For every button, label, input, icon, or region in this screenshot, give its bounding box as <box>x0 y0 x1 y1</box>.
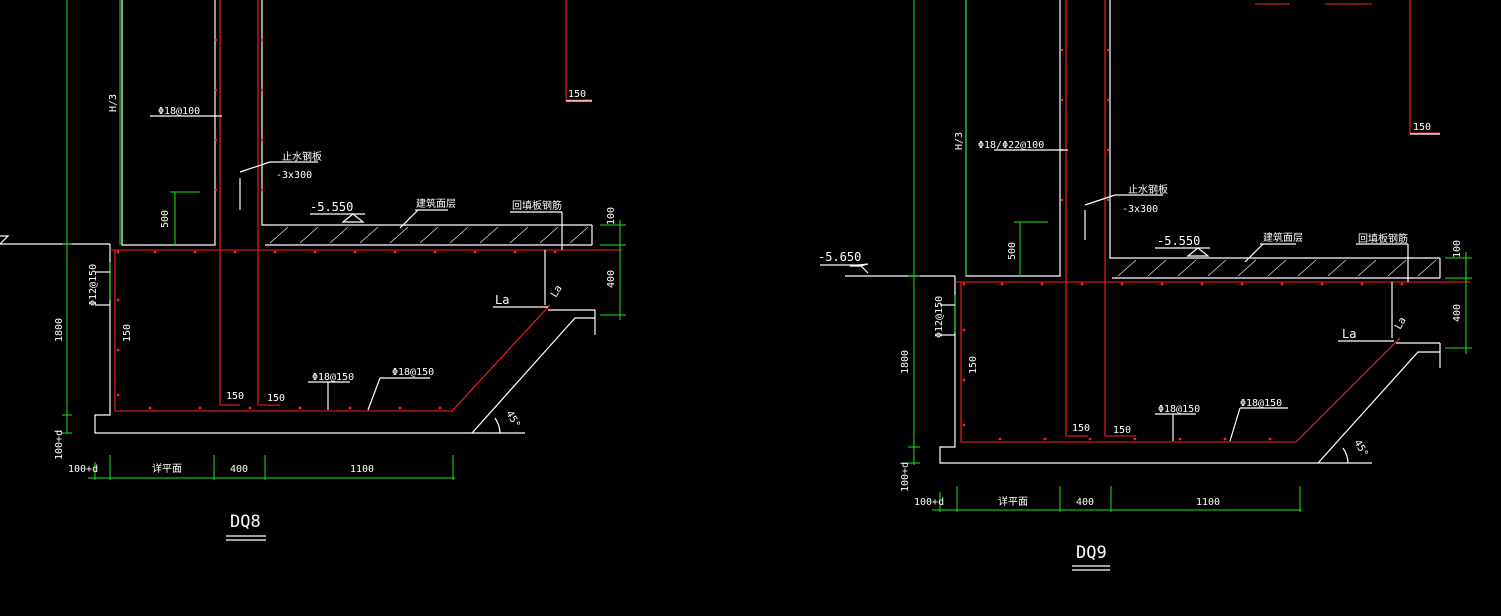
dq8-edge-dim: 100+d <box>68 464 98 475</box>
dq8-dim-1800: 1800 <box>54 318 65 342</box>
dq9-wall-width: 400 <box>1076 497 1094 508</box>
dq8-dim-100: 100 <box>606 207 617 225</box>
dq8-concrete-outline <box>0 0 596 434</box>
dq9-concrete-outline <box>820 0 1441 464</box>
dq8-h3-label: H/3 <box>108 94 119 112</box>
dq8-wall-width: 400 <box>230 464 248 475</box>
dq8-leaders <box>95 100 592 541</box>
dq9-dim-150-b: 150 <box>1113 425 1131 436</box>
dq8-slab-level: -5.550 <box>310 200 353 214</box>
dq9-dim-400: 400 <box>1452 304 1463 322</box>
dq8-dim-150-a: 150 <box>226 391 244 402</box>
dq9-bot-bar-1: Φ18@150 <box>1158 404 1200 415</box>
dq9-dim-100: 100 <box>1452 240 1463 258</box>
dq9-top-dim: 150 <box>1413 122 1431 133</box>
dq9-text: H/3 Φ18/Φ22@100 止水钢板 -3x300 500 -5.550 -… <box>818 122 1463 563</box>
dq9-wall-bar-label: Φ18/Φ22@100 <box>978 140 1044 151</box>
dq9-la-left: La <box>1342 327 1356 341</box>
dq8-dim-150-b: 150 <box>267 393 285 404</box>
dq9-dim-150-side: 150 <box>968 356 979 374</box>
dq8-dim-500: 500 <box>160 210 171 228</box>
dq8-wall-face: 详平面 <box>152 462 182 475</box>
dq8-waterstop-label: 止水钢板 <box>282 150 322 163</box>
dq8-la-right: La <box>549 284 565 300</box>
dq8-bot-bar-2: Φ18@150 <box>392 367 434 378</box>
dq8-dimensions <box>62 0 626 480</box>
dq8-angle: 45° <box>503 409 522 430</box>
dq9-slab-level: -5.550 <box>1157 234 1200 248</box>
dq8-waterstop-size-label: -3x300 <box>276 170 312 181</box>
dq9-backfill-label: 回填板钢筋 <box>1358 232 1408 245</box>
dq9-outside-level: -5.650 <box>818 250 861 264</box>
dq9-dim-500: 500 <box>1007 242 1018 260</box>
dq8-floor-layer-label: 建筑面层 <box>416 197 456 210</box>
detail-dq9: H/3 Φ18/Φ22@100 止水钢板 -3x300 500 -5.550 -… <box>818 0 1472 571</box>
dq9-waterstop-size-label: -3x300 <box>1122 204 1158 215</box>
dq9-floor-layer-label: 建筑面层 <box>1263 231 1303 244</box>
dq9-rebar <box>955 0 1470 443</box>
dq9-floor-hatch <box>1117 259 1437 277</box>
dq9-waterstop-label: 止水钢板 <box>1128 183 1168 196</box>
dq9-bot-bar-2: Φ18@150 <box>1240 398 1282 409</box>
dq8-heel: 1100 <box>350 464 374 475</box>
dq9-h3-label: H/3 <box>954 132 965 150</box>
dq8-top-dim: 150 <box>568 89 586 100</box>
dq8-rebar <box>110 0 622 412</box>
dq9-dim-150-a: 150 <box>1072 423 1090 434</box>
dq8-wall-bar-label: Φ18@100 <box>158 106 200 117</box>
dq8-base-thk: 100+d <box>54 430 65 460</box>
detail-dq8: H/3 Φ18@100 止水钢板 -3x300 500 -5.550 建筑面层 … <box>0 0 626 541</box>
dq8-bot-bar-1: Φ18@150 <box>312 372 354 383</box>
dq8-dim-400: 400 <box>606 270 617 288</box>
dq9-wall-face: 详平面 <box>998 495 1028 508</box>
dq9-angle: 45° <box>1351 438 1370 459</box>
dq8-dim-150-side: 150 <box>122 324 133 342</box>
dq9-dim-1800: 1800 <box>900 350 911 374</box>
dq9-base-bar-label: Φ12@150 <box>934 296 945 338</box>
dq8-backfill-label: 回填板钢筋 <box>512 199 562 212</box>
dq8-la-left: La <box>495 293 509 307</box>
dq9-base-thk: 100+d <box>900 462 911 492</box>
dq9-title: DQ9 <box>1076 543 1107 563</box>
dq9-leaders <box>940 133 1440 571</box>
dq9-heel: 1100 <box>1196 497 1220 508</box>
dq9-edge-dim: 100+d <box>914 497 944 508</box>
dq8-floor-hatch <box>269 226 589 244</box>
dq8-base-bar-label: Φ12@150 <box>88 264 99 306</box>
dq9-la-right: La <box>1393 316 1409 332</box>
dq8-title: DQ8 <box>230 512 261 532</box>
dq8-text: H/3 Φ18@100 止水钢板 -3x300 500 -5.550 建筑面层 … <box>54 89 617 532</box>
dq9-dimensions <box>908 0 1472 512</box>
